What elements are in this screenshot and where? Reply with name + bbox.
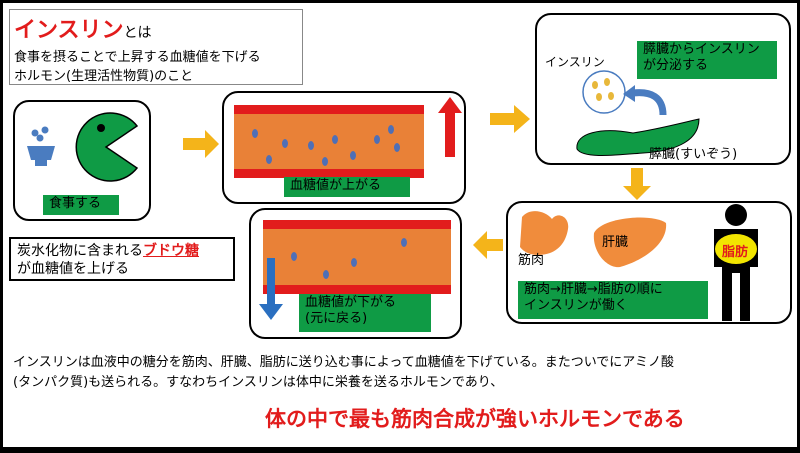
glucose-dot [322,157,328,166]
glucose-note-box: 炭水化物に含まれるブドウ糖 が血糖値を上げる [9,237,235,281]
glucose-dot [323,270,329,279]
glucose-down-line-2: (元に戻る) [305,311,368,326]
curved-arrow-icon [623,85,667,116]
glucose-dot [252,129,258,138]
emphasis-text: 体の中で最も筋肉合成が強いホルモンである [265,407,685,431]
glucose-dot [350,151,356,160]
glucose-dot [282,139,288,148]
pancreas-label: 膵臓(すいぞう) [649,147,738,162]
glucose-up-panel: 血糖値が上がる [222,91,466,204]
secretion-line-2: が分泌する [643,58,709,73]
glucose-dot [374,135,380,144]
order-label: 筋肉→肝臓→脂肪の順に インスリンが働く [518,281,708,319]
pancreas-icon [576,118,700,156]
glucose-down-label: 血糖値が下がる (元に戻る) [299,294,431,332]
muscle-label: 筋肉 [518,253,545,268]
explanation-line-1: インスリンは血液中の糖分を筋肉、肝臓、脂肪に送り込む事によって血糖値を下げている… [13,355,675,370]
liver-label: 肝臓 [602,235,629,250]
glucose-dot [308,141,314,150]
fat-label: 脂肪 [722,245,749,260]
glucose-up-label: 血糖値が上がる [284,177,410,197]
insulin-label: インスリン [545,55,605,69]
organs-panel: 筋肉 肝臓 脂肪 筋肉→肝臓→脂肪の順に インスリンが働く [506,201,792,324]
vessel-normal [263,220,451,294]
order-line-2: インスリンが働く [524,298,628,313]
pancreas-panel: インスリン 膵臓からインスリン が分泌する 膵臓(すいぞう) [535,13,791,165]
explanation-line-2: (タンパク質)も送られる。すなわちインスリンは体中に栄養を送るホルモンであり、 [13,375,504,390]
note-line-2: が血糖値を上げる [17,261,129,277]
glucose-down-panel: 血糖値が下がる (元に戻る) [249,208,462,339]
definition-box: インスリンとは 食事を摂ることで上昇する血糖値を下げる ホルモン(生理活性物質)… [9,9,303,85]
definition-title-row: インスリンとは [14,12,152,44]
glucose-dot [266,155,272,164]
eat-label: 食事する [43,195,119,215]
arrow-up-icon [438,97,462,157]
pacman-mouth-icon [75,112,139,182]
note-text-b: ブドウ糖 [143,243,199,259]
flow-arrow-1 [183,130,219,158]
flow-arrow-3 [623,168,651,200]
secretion-line-1: 膵臓からインスリン [643,42,760,57]
eat-panel: 食事する [13,100,151,221]
diagram-canvas: インスリンとは 食事を摂ることで上昇する血糖値を下げる ホルモン(生理活性物質)… [3,3,797,447]
definition-line-1: 食事を摂ることで上昇する血糖値を下げる [14,50,261,65]
definition-title: インスリン [14,18,124,43]
vessel-high [234,105,424,178]
note-line-1: 炭水化物に含まれるブドウ糖 [17,242,227,260]
flow-arrow-4 [473,231,503,259]
person-icon [714,204,758,321]
arrow-down-icon [259,258,283,320]
glucose-dot [388,125,394,134]
glucose-dot [291,252,297,261]
definition-line-2: ホルモン(生理活性物質)のこと [14,69,194,84]
secretion-label: 膵臓からインスリン が分泌する [637,41,777,79]
bowl-icon [27,126,55,166]
flow-arrow-2 [490,105,530,133]
insulin-circle-icon [582,70,626,114]
glucose-down-line-1: 血糖値が下がる [305,295,397,310]
glucose-dot [401,238,407,247]
order-line-1: 筋肉→肝臓→脂肪の順に [524,282,663,297]
definition-title-suffix: とは [123,25,152,41]
glucose-dot [394,143,400,152]
muscle-arm-icon [520,211,569,255]
liver-icon [593,217,667,268]
glucose-dot [332,135,338,144]
glucose-dot [351,258,357,267]
note-text-a: 炭水化物に含まれる [17,243,143,259]
